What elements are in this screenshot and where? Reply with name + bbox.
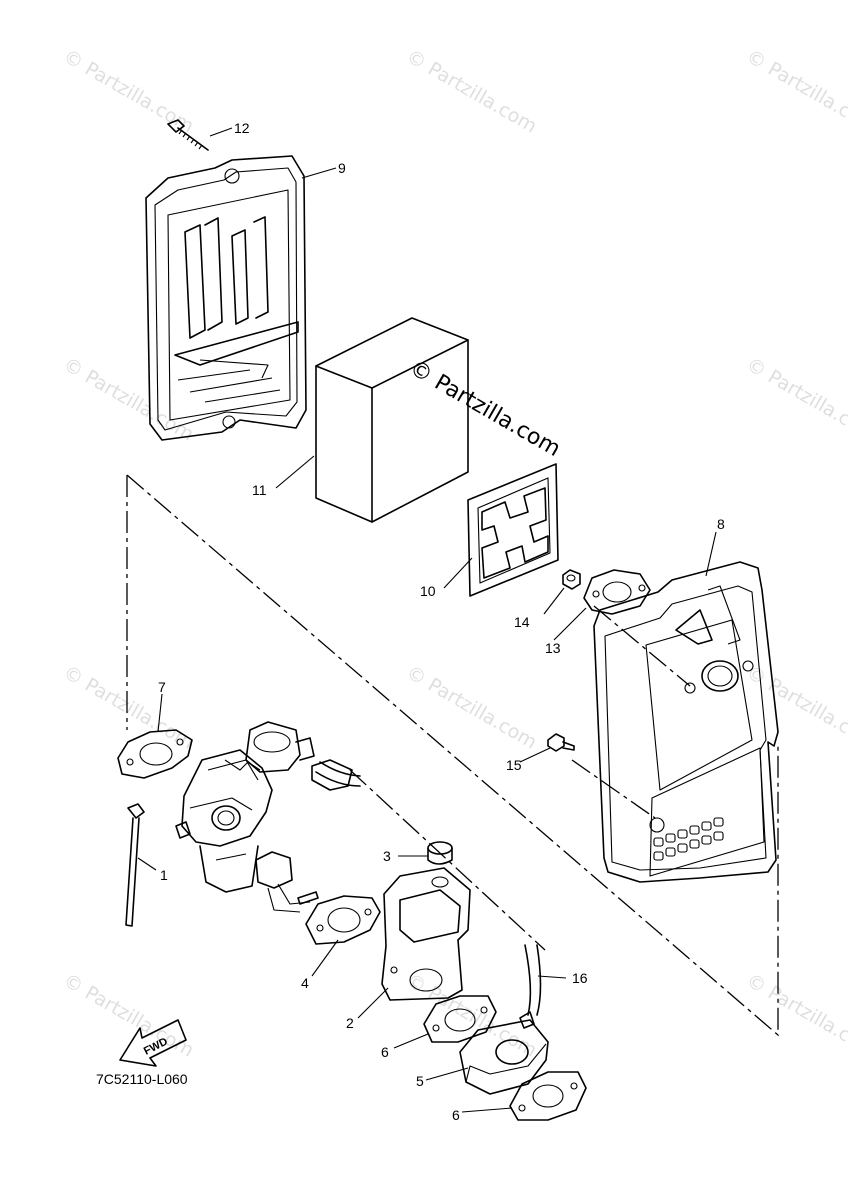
callout-14: 14 <box>514 614 530 630</box>
callout-16: 16 <box>572 970 588 986</box>
watermark: © Partzilla.com <box>60 45 198 137</box>
gasket-small <box>583 569 651 615</box>
callout-3: 3 <box>383 848 391 864</box>
gasket-6-lower <box>509 1071 587 1121</box>
callout-7: 7 <box>158 679 166 695</box>
screw-part <box>167 119 209 151</box>
watermark: © Partzilla.com <box>743 45 848 137</box>
watermark: © Partzilla.com <box>743 969 848 1061</box>
carb-gasket-7 <box>117 729 193 779</box>
callout-5: 5 <box>416 1073 424 1089</box>
carburetor <box>175 721 353 913</box>
leader-lines <box>137 127 717 1113</box>
watermark: © Partzilla.com <box>60 353 198 445</box>
callout-6: 6 <box>452 1107 460 1123</box>
spacer-block <box>459 1019 549 1095</box>
callout-15: 15 <box>506 757 522 773</box>
callout-1: 1 <box>160 867 168 883</box>
callout-10: 10 <box>420 583 436 599</box>
callout-4: 4 <box>301 975 309 991</box>
cap-part <box>427 841 453 865</box>
callout-12: 12 <box>234 120 250 136</box>
callout-2: 2 <box>346 1015 354 1031</box>
breather-hose <box>315 761 542 1029</box>
nut-part <box>562 569 581 590</box>
watermark-layer: © Partzilla.com © Partzilla.com © Partzi… <box>60 45 848 1061</box>
assembly-lines <box>126 474 779 1037</box>
watermark-center: © Partzilla.com <box>405 356 565 463</box>
diagram-code: 7C52110-L060 <box>96 1071 188 1087</box>
air-cleaner-cover <box>145 155 307 441</box>
watermark: © Partzilla.com <box>743 661 848 753</box>
callout-8: 8 <box>717 516 725 532</box>
watermark: © Partzilla.com <box>60 661 198 753</box>
watermark: © Partzilla.com <box>743 353 848 445</box>
filter-element <box>315 317 469 523</box>
callout-labels: 12 9 11 10 8 14 13 7 15 1 3 4 16 2 6 5 6 <box>158 120 725 1123</box>
callout-9: 9 <box>338 160 346 176</box>
bracket-part <box>381 867 471 1001</box>
watermark: © Partzilla.com <box>403 969 541 1061</box>
air-cleaner-case <box>593 561 779 883</box>
gasket-4 <box>305 895 381 945</box>
cable-tie <box>125 803 145 927</box>
callout-6: 6 <box>381 1044 389 1060</box>
watermark: © Partzilla.com <box>403 45 541 137</box>
gasket-6-upper <box>423 995 497 1043</box>
bolt-part <box>547 733 575 752</box>
callout-13: 13 <box>545 640 561 656</box>
filter-gasket <box>467 463 559 597</box>
callout-11: 11 <box>252 482 267 498</box>
watermark: © Partzilla.com <box>403 661 541 753</box>
